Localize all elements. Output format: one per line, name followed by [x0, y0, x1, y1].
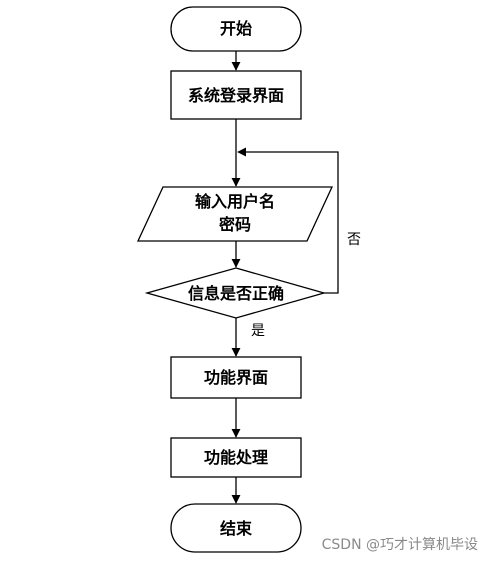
- input-label-line1: 输入用户名: [195, 192, 275, 211]
- function-process-box: [170, 437, 302, 478]
- start-label: 开始: [220, 19, 252, 38]
- function-ui-box: [170, 356, 302, 399]
- watermark: CSDN @巧才计算机毕设: [322, 537, 478, 553]
- login-process-box: [170, 70, 302, 120]
- arrow-loop-back: [237, 147, 339, 294]
- edge-label-yes: 是: [251, 323, 265, 339]
- login-label: 系统登录界面: [188, 86, 284, 105]
- input-parallelogram: [136, 186, 334, 242]
- decision-label: 信息是否正确: [188, 284, 284, 303]
- input-label-line2: 密码: [218, 215, 251, 234]
- end-label: 结束: [219, 519, 253, 538]
- end-terminator: [170, 503, 302, 553]
- function-process-label: 功能处理: [204, 448, 268, 467]
- edge-label-no: 否: [347, 232, 361, 248]
- function-ui-label: 功能界面: [204, 368, 268, 387]
